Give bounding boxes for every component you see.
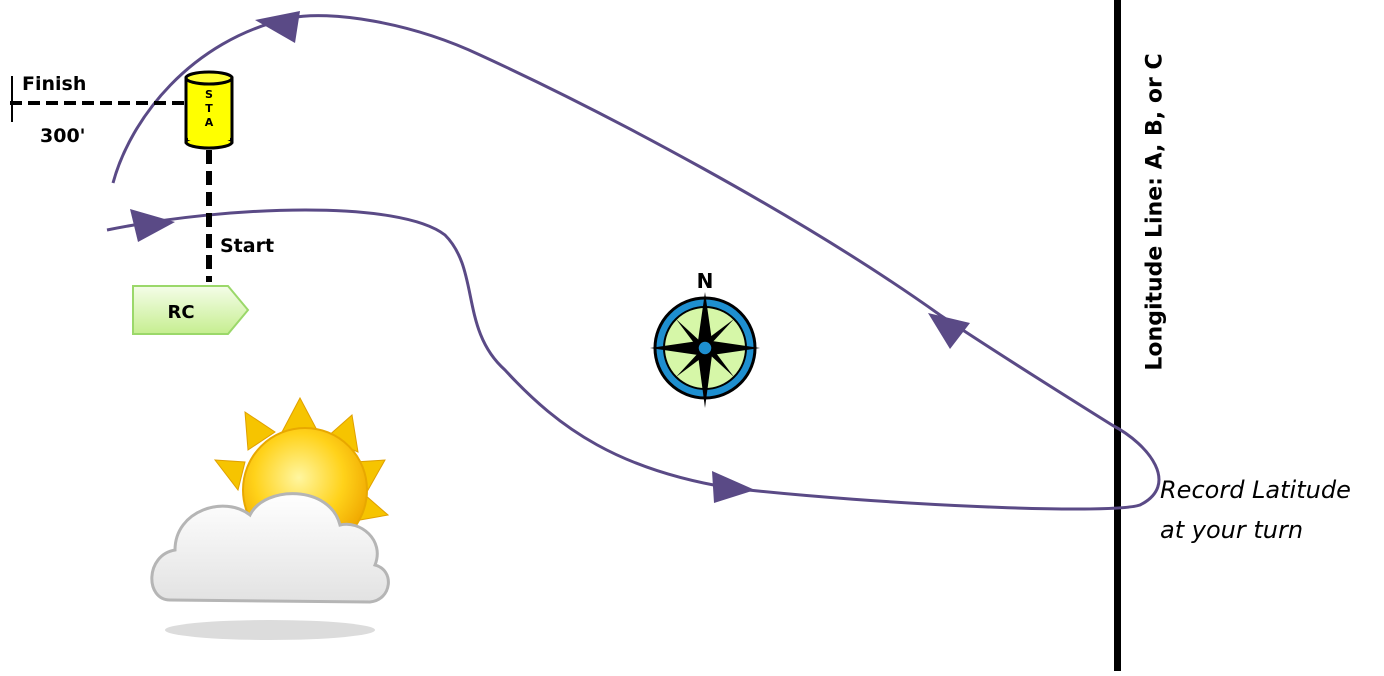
mark-letter: A [205,116,214,129]
longitude-line [1114,0,1121,671]
finish-label: Finish [22,73,86,95]
direction-arrow [130,209,175,242]
compass-north-label: N [697,269,714,293]
committee-boat-icon: RC [133,286,248,334]
mark-buoy-icon: S T A [186,72,232,148]
note-line-1: Record Latitude [1160,470,1351,510]
start-label: Start [220,235,274,257]
longitude-label: Longitude Line: A, B, or C [1143,53,1168,370]
direction-arrow [928,313,970,349]
record-latitude-note: Record Latitude at your turn [1160,470,1351,550]
compass-rose-icon: N [650,269,760,408]
distance-label: 300' [40,125,85,147]
mark-letter: S [205,88,213,101]
sun-cloud-icon [152,398,389,640]
direction-arrow [712,471,755,503]
mark-letter: T [205,102,213,115]
note-line-2: at your turn [1160,510,1351,550]
rc-label: RC [167,302,194,323]
